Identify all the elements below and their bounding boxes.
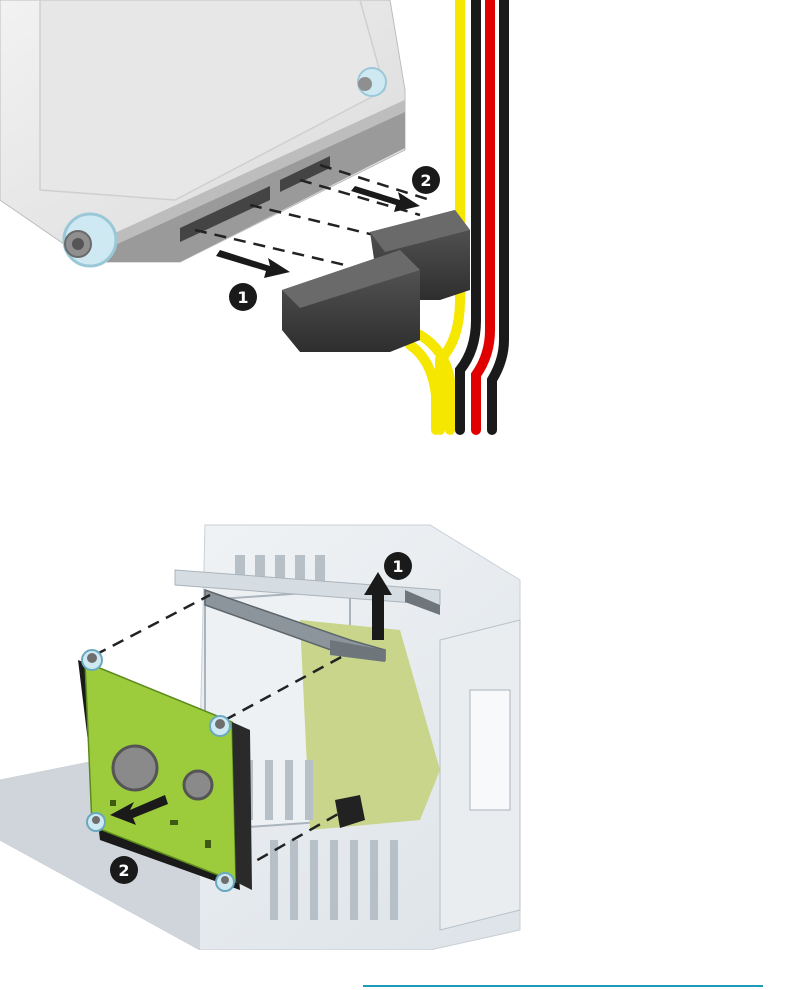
callout-2: 2 <box>110 856 138 884</box>
svg-text:2: 2 <box>420 171 431 190</box>
hard-drive-icon <box>0 0 405 266</box>
figure-drive-removal: 1 2 <box>0 510 540 950</box>
sata-data-connector-icon <box>282 250 420 352</box>
drive-cage-icon <box>0 525 520 950</box>
callout-2: 2 <box>412 166 440 194</box>
footer-rule <box>363 985 763 987</box>
cable-disconnect-illustration: 1 2 <box>0 0 540 440</box>
mounting-screw-icon <box>358 68 386 96</box>
callout-1: 1 <box>229 283 257 311</box>
mounting-screw-icon <box>64 214 116 266</box>
svg-text:2: 2 <box>118 861 129 880</box>
callout-1: 1 <box>384 552 412 580</box>
figure-cable-disconnect: 1 2 <box>0 0 540 440</box>
svg-text:1: 1 <box>237 288 248 307</box>
svg-text:1: 1 <box>392 557 403 576</box>
drive-removal-illustration: 1 2 <box>0 510 540 950</box>
